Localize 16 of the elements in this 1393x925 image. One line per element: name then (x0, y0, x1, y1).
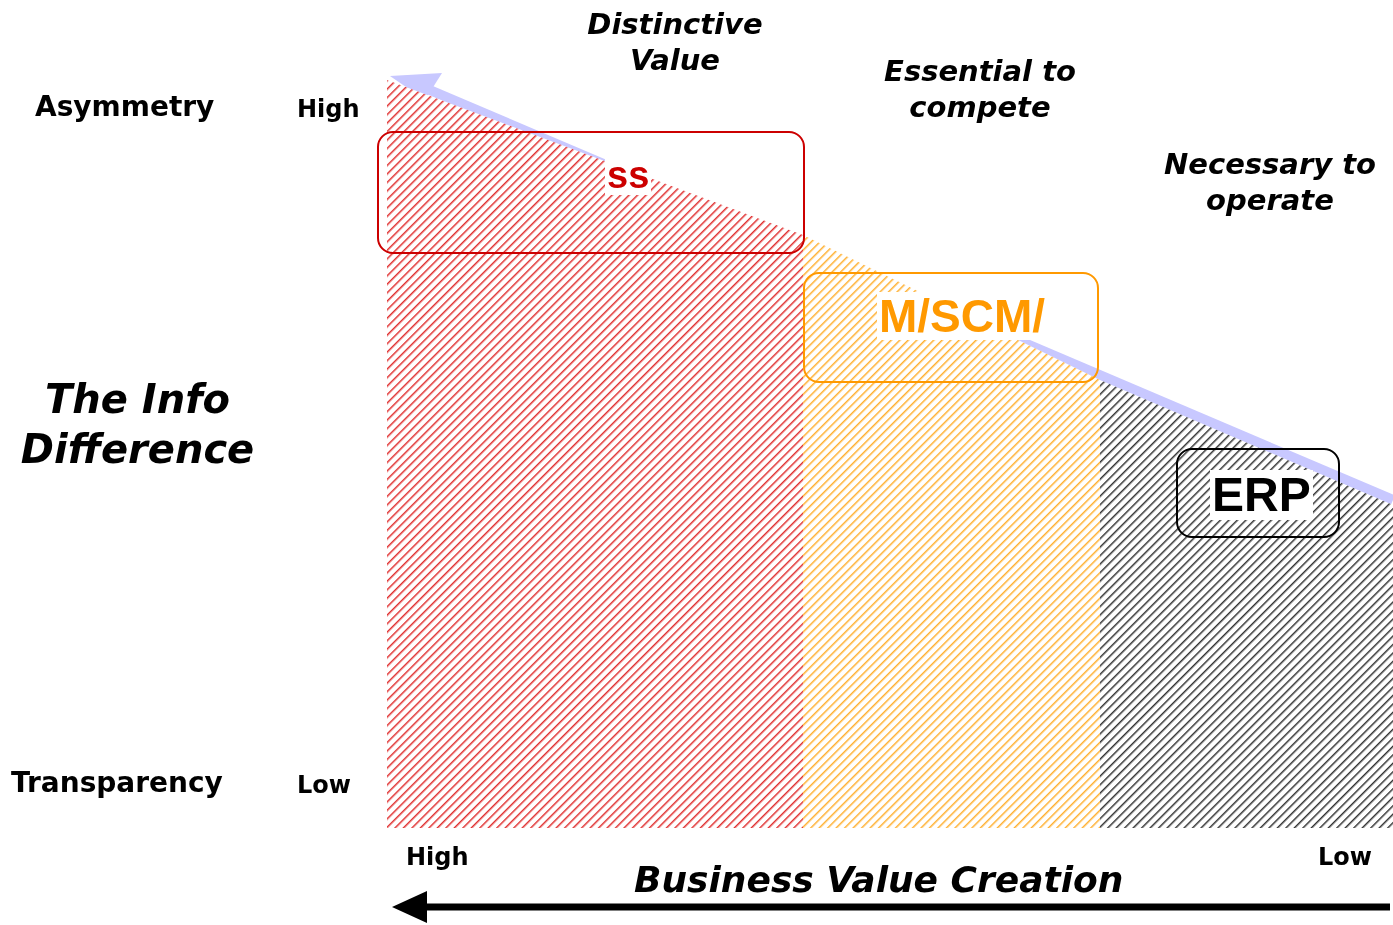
axis-label: Asymmetry (35, 89, 215, 124)
box-label: M/SCM/ (877, 292, 1048, 340)
rounded-box (377, 131, 805, 254)
axis-label: Necessary to operate (1163, 146, 1377, 219)
rounded-box (803, 272, 1099, 383)
axis-label: Distinctive Value (586, 6, 764, 79)
axis-label: Transparency (11, 765, 223, 800)
axis-label: Essential to compete (883, 53, 1077, 126)
axis-label: High (406, 842, 469, 872)
axis-label: Low (1318, 842, 1372, 872)
axis-label: Business Value Creation (634, 858, 1124, 902)
axis-label: The Info Difference (19, 375, 256, 474)
box-label: ERP (1210, 470, 1313, 520)
axis-label: Low (297, 770, 351, 800)
rounded-box (1176, 448, 1340, 538)
axis-label: High (297, 94, 360, 124)
